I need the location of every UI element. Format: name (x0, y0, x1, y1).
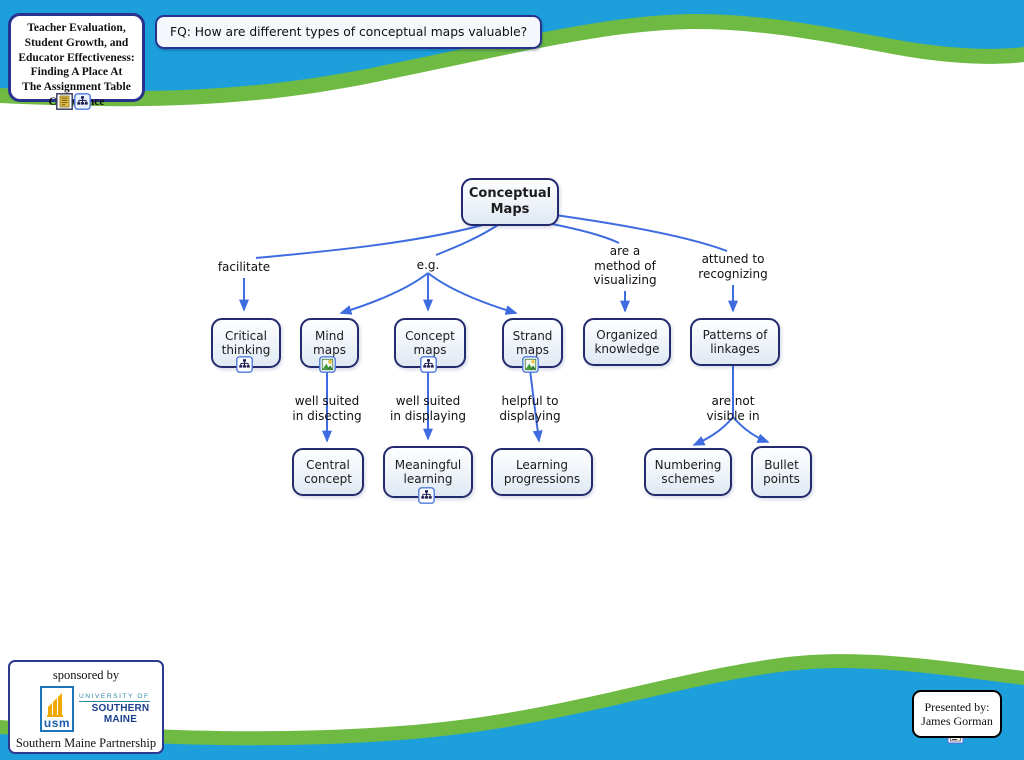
usm-wordmark-line1: UNIVERSITY OF (79, 693, 150, 702)
usm-logo-mark: usm (40, 686, 74, 732)
link-label-attuned-to-recognizing[interactable]: attuned to recognizing (698, 252, 768, 281)
usm-logo: usm UNIVERSITY OF SOUTHERN MAINE (40, 686, 162, 732)
sponsor-box: sponsored by usm UNIVERSITY OF SOUTHERN … (8, 660, 164, 754)
image-icon[interactable] (319, 356, 336, 373)
presented-by-box: Presented by: James Gorman (912, 690, 1002, 738)
usm-wordmark: UNIVERSITY OF SOUTHERN MAINE (79, 693, 162, 725)
link-label-facilitate[interactable]: facilitate (217, 260, 271, 274)
link-label-eg[interactable]: e.g. (416, 258, 440, 272)
node-meaningful-learning[interactable]: Meaningful learning (383, 446, 473, 498)
image-icon[interactable] (522, 356, 539, 373)
usm-logo-text: usm (43, 716, 71, 730)
usm-wordmark-line2: SOUTHERN MAINE (91, 703, 150, 725)
cmap-hierarchy-icon[interactable] (236, 356, 253, 373)
partnership-label: Southern Maine Partnership (15, 736, 157, 750)
node-patterns-of-linkages[interactable]: Patterns of linkages (690, 318, 780, 366)
bottom-wave-decoration (0, 654, 1024, 760)
link-label-are-not-visible-in[interactable]: are not visible in (706, 394, 760, 423)
text-document-icon[interactable] (56, 93, 73, 110)
link-label-well-suited-displaying[interactable]: well suited in displaying (390, 394, 466, 423)
focus-question-box[interactable]: FQ: How are different types of conceptua… (155, 15, 543, 49)
link-label-helpful-displaying[interactable]: helpful to displaying (499, 394, 561, 423)
sponsored-by-label: sponsored by (52, 668, 120, 682)
usm-sail-icon (47, 693, 63, 717)
node-conceptual-maps[interactable]: Conceptual Maps (461, 178, 559, 226)
cmap-hierarchy-icon[interactable] (74, 93, 91, 110)
node-organized-knowledge[interactable]: Organized knowledge (583, 318, 671, 366)
cmap-hierarchy-icon[interactable] (420, 356, 437, 373)
link-label-method-of-visualizing[interactable]: are a method of visualizing (593, 244, 657, 287)
title-resource-icons (56, 93, 91, 110)
node-central-concept[interactable]: Central concept (292, 448, 364, 496)
presentation-title-box[interactable]: Teacher Evaluation, Student Growth, and … (8, 13, 145, 108)
node-numbering-schemes[interactable]: Numbering schemes (644, 448, 732, 496)
node-bullet-points[interactable]: Bullet points (751, 446, 812, 498)
link-label-well-suited-disecting[interactable]: well suited in disecting (292, 394, 362, 423)
node-learning-progressions[interactable]: Learning progressions (491, 448, 593, 496)
cmap-hierarchy-icon[interactable] (418, 487, 435, 504)
node-strand-maps[interactable]: Strand maps (502, 318, 563, 368)
